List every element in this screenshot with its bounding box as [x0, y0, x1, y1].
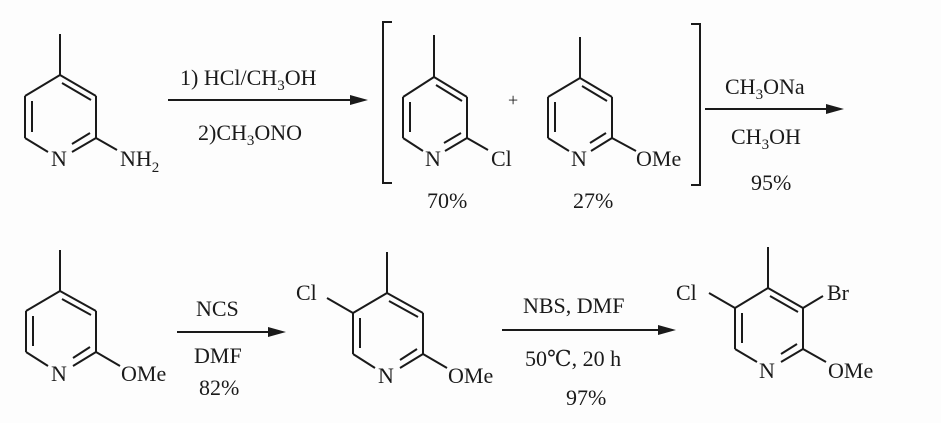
- yield-step2: 95%: [751, 170, 791, 195]
- reaction-arrow-3: NCS DMF 82%: [177, 296, 286, 400]
- methoxy-label: OMe: [448, 363, 493, 388]
- reagent-step2-line1: CH3ONa: [725, 74, 805, 103]
- chloro-label: Cl: [676, 280, 697, 305]
- methoxy-label: OMe: [121, 361, 166, 386]
- nitrogen-label: N: [571, 146, 587, 171]
- reaction-arrow-1: 1) HCl/CH3OH 2)CH3ONO: [168, 65, 368, 149]
- methoxy-label: OMe: [828, 358, 873, 383]
- reagent-step2-line2: CH3OH: [731, 124, 801, 153]
- chloro-label: Cl: [296, 280, 317, 305]
- chloro-label: Cl: [491, 146, 512, 171]
- yield-step3: 82%: [199, 375, 239, 400]
- starting-material: N NH2: [24, 34, 159, 176]
- bromo-label: Br: [827, 280, 850, 305]
- nitrogen-label: N: [51, 361, 67, 386]
- reaction-arrow-4: NBS, DMF 50℃, 20 h 97%: [502, 293, 676, 410]
- nitrogen-label: N: [759, 358, 775, 383]
- left-bracket: [382, 21, 392, 184]
- plus-sign: +: [508, 90, 518, 110]
- reaction-arrow-2: CH3ONa CH3OH 95%: [705, 74, 844, 195]
- intermediate-methoxy: N OMe: [25, 250, 166, 386]
- product-methoxy: N OMe 27%: [547, 37, 681, 213]
- right-bracket: [691, 23, 701, 186]
- reagent-step4-line1: NBS, DMF: [523, 293, 624, 318]
- yield-step4: 97%: [566, 385, 606, 410]
- final-product: Cl Br N OMe: [676, 247, 873, 383]
- methoxy-label: OMe: [636, 146, 681, 171]
- yield-label: 70%: [427, 188, 467, 213]
- reagent-step1-line2: 2)CH3ONO: [198, 120, 302, 149]
- nitrogen-label: N: [51, 146, 67, 171]
- reagent-step1-line1: 1) HCl/CH3OH: [180, 65, 317, 94]
- nitrogen-label: N: [378, 363, 394, 388]
- yield-label: 27%: [573, 188, 613, 213]
- intermediate-chloro-methoxy: Cl N OMe: [296, 252, 493, 388]
- reagent-step3-line2: DMF: [194, 343, 242, 368]
- reagent-step3-line1: NCS: [196, 296, 239, 321]
- product-chloro: N Cl 70%: [402, 35, 512, 213]
- amino-label: NH2: [120, 146, 159, 176]
- reagent-step4-line2: 50℃, 20 h: [525, 346, 621, 371]
- nitrogen-label: N: [425, 146, 441, 171]
